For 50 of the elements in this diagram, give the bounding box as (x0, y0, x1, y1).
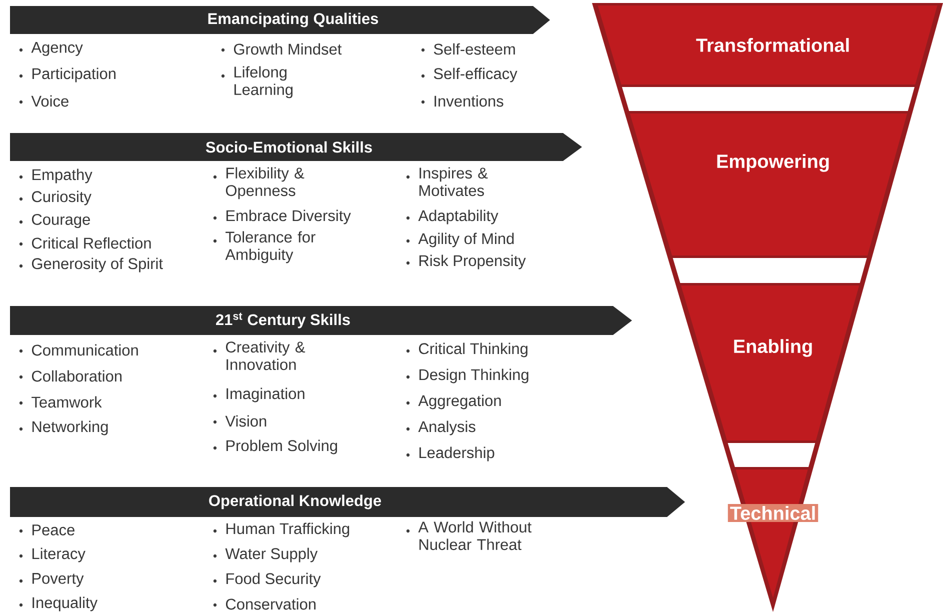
list-item: Human Trafficking (226, 522, 350, 538)
list-item: Growth Mindset (234, 43, 342, 55)
list-item: Embrace Diversity (226, 210, 351, 224)
list-item: Voice (31, 95, 68, 107)
list-item: Courage (32, 214, 90, 228)
funnel-band: Technical (728, 470, 818, 598)
list-item: Creativity & Innovation (226, 341, 306, 370)
list-item: Inventions (434, 95, 504, 107)
funnel-band: Transformational (598, 6, 938, 84)
list-item: Inspires & Motivates (419, 167, 488, 196)
heading-banner: 21$^{st}$ Century Skills (10, 306, 632, 335)
list-item: Imagination (226, 388, 304, 402)
funnel-band: Enabling (680, 286, 860, 440)
list-item: Agency (31, 42, 83, 56)
list-item: Critical Reflection (32, 237, 151, 249)
list-item: Peace (32, 524, 74, 536)
list-item: Literacy (32, 548, 86, 562)
list-item: Communication (32, 344, 138, 356)
list-item: Inequality (32, 596, 98, 612)
list-item: Critical Thinking (419, 342, 528, 358)
list-item: Problem Solving (226, 440, 338, 454)
heading-banner: Emancipating Qualities (10, 6, 550, 34)
list-item: Self-efficacy (434, 68, 518, 82)
heading-banner: Operational Knowledge (10, 487, 685, 517)
list-item: Leadership (419, 446, 494, 462)
list-item: Participation (32, 68, 116, 82)
list-item: Conservation (226, 598, 316, 610)
list-item: Vision (225, 415, 266, 427)
list-item: Curiosity (32, 190, 92, 206)
list-item: Self-esteem (434, 43, 515, 55)
list-item: Food Security (226, 572, 321, 588)
list-item: Risk Propensity (419, 254, 526, 270)
list-item: Collaboration (32, 370, 122, 382)
list-item: Agility of Mind (418, 232, 514, 248)
list-item: Tolerance for Ambiguity (225, 231, 316, 264)
list-item: Analysis (418, 420, 476, 436)
heading-banner: Socio-Emotional Skills (10, 133, 582, 161)
list-item: Flexibility & Openness (226, 167, 304, 200)
list-item: Lifelong Learning (234, 66, 293, 98)
list-item: Adaptability (418, 210, 498, 224)
list-item: Empathy (32, 168, 92, 184)
list-item: Generosity of Spirit (32, 258, 163, 272)
list-item: A World Without Nuclear Threat (418, 521, 532, 550)
list-item: Aggregation (418, 394, 501, 410)
list-item: Design Thinking (419, 368, 528, 384)
funnel-band: Empowering (630, 114, 908, 256)
list-item: Poverty (32, 573, 84, 587)
list-item: Water Supply (225, 548, 318, 562)
list-item: Teamwork (32, 396, 102, 408)
list-item: Networking (32, 420, 108, 436)
